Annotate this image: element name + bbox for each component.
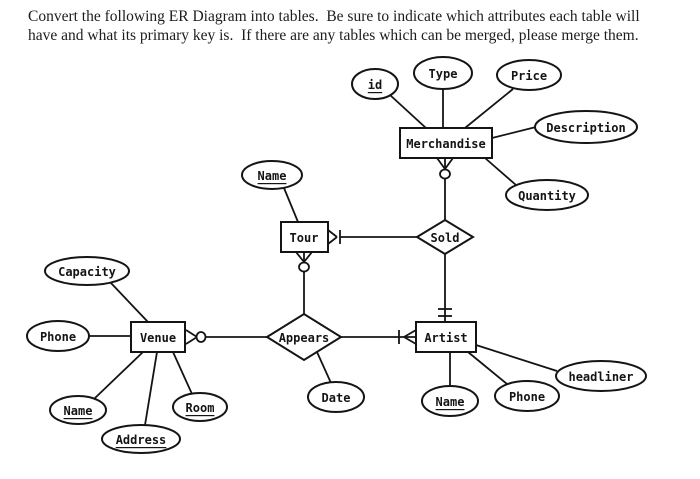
relationship-sold-label: Sold bbox=[431, 231, 460, 245]
connector-room-venue bbox=[172, 351, 193, 395]
entity-merchandise-label: Merchandise bbox=[406, 137, 485, 151]
attribute-merchandise-id bbox=[351, 68, 399, 100]
attribute-tour-name bbox=[241, 160, 303, 190]
entity-tour bbox=[280, 221, 329, 253]
connector-phone-artist bbox=[467, 351, 508, 385]
cardinality-one-or-many-tour-sold bbox=[327, 229, 341, 245]
optional-circle-icon bbox=[298, 261, 310, 273]
connector-name-venue bbox=[94, 351, 144, 399]
crowfoot-icon bbox=[436, 157, 454, 170]
attribute-artist-phone bbox=[494, 380, 560, 412]
entity-venue-label: Venue bbox=[140, 331, 176, 345]
question-line-2: have and what its primary key is. If the… bbox=[28, 27, 639, 44]
attribute-venue-phone-label: Phone bbox=[40, 330, 76, 344]
attribute-appears-date-label: Date bbox=[322, 391, 351, 405]
optional-circle-icon bbox=[195, 331, 207, 343]
attribute-venue-address bbox=[101, 424, 181, 454]
relationship-appears-label: Appears bbox=[279, 331, 330, 345]
connector-quantity-merchandise bbox=[484, 157, 517, 186]
cardinality-zero-or-many-venue-appears bbox=[185, 329, 207, 345]
attribute-venue-name-label: Name bbox=[64, 404, 93, 418]
connector-headliner-artist bbox=[475, 344, 558, 372]
attribute-artist-headliner bbox=[555, 360, 647, 392]
attribute-merchandise-description-label: Description bbox=[546, 121, 625, 135]
attribute-venue-phone bbox=[26, 320, 90, 352]
connector-address-venue bbox=[144, 351, 158, 426]
attribute-merchandise-description bbox=[534, 110, 638, 144]
attribute-venue-room-label: Room bbox=[186, 401, 215, 415]
attribute-venue-address-label: Address bbox=[116, 433, 167, 447]
entity-venue bbox=[130, 321, 186, 353]
attribute-merchandise-quantity-label: Quantity bbox=[518, 189, 576, 203]
attribute-venue-capacity bbox=[44, 256, 130, 286]
attribute-venue-room bbox=[172, 392, 228, 422]
cardinality-zero-or-many-merchandise bbox=[436, 157, 454, 180]
optional-circle-icon bbox=[439, 168, 451, 180]
entity-merchandise bbox=[399, 127, 493, 159]
entity-artist-label: Artist bbox=[424, 331, 467, 345]
question-text: Convert the following ER Diagram into ta… bbox=[28, 7, 693, 45]
question-line-1: Convert the following ER Diagram into ta… bbox=[28, 8, 640, 25]
entity-tour-label: Tour bbox=[290, 231, 319, 245]
attribute-artist-headliner-label: headliner bbox=[568, 370, 633, 384]
cardinality-exactly-one-sold-artist bbox=[438, 308, 452, 317]
attribute-merchandise-quantity bbox=[505, 179, 589, 211]
attribute-artist-name-label: Name bbox=[436, 395, 465, 409]
entity-artist bbox=[415, 321, 477, 353]
crowfoot-icon bbox=[185, 329, 198, 345]
crowfoot-icon bbox=[295, 251, 313, 263]
connector-name-tour bbox=[283, 187, 299, 223]
crowfoot-icon bbox=[403, 329, 417, 345]
attribute-merchandise-price bbox=[496, 59, 562, 91]
attribute-merchandise-id-label: id bbox=[368, 78, 382, 92]
relationship-appears bbox=[265, 312, 343, 362]
attribute-tour-name-label: Name bbox=[258, 169, 287, 183]
attribute-venue-name bbox=[49, 395, 107, 425]
connector-capacity-venue bbox=[109, 281, 149, 323]
connector-id-merchandise bbox=[389, 94, 427, 129]
connector-description-merchandise bbox=[491, 126, 537, 139]
cardinality-zero-or-many-tour-appears bbox=[295, 251, 313, 273]
cardinality-one-or-many-appears-artist bbox=[398, 329, 417, 345]
attribute-merchandise-price-label: Price bbox=[511, 69, 547, 83]
relationship-sold bbox=[415, 218, 475, 256]
attribute-merchandise-type bbox=[413, 56, 473, 90]
connector-date-appears bbox=[316, 351, 332, 384]
attribute-appears-date bbox=[307, 381, 365, 413]
attribute-artist-phone-label: Phone bbox=[509, 390, 545, 404]
connector-price-merchandise bbox=[464, 88, 514, 129]
crowfoot-icon bbox=[327, 229, 338, 245]
attribute-artist-name bbox=[421, 385, 479, 417]
attribute-venue-capacity-label: Capacity bbox=[58, 265, 116, 279]
attribute-merchandise-type-label: Type bbox=[429, 67, 458, 81]
